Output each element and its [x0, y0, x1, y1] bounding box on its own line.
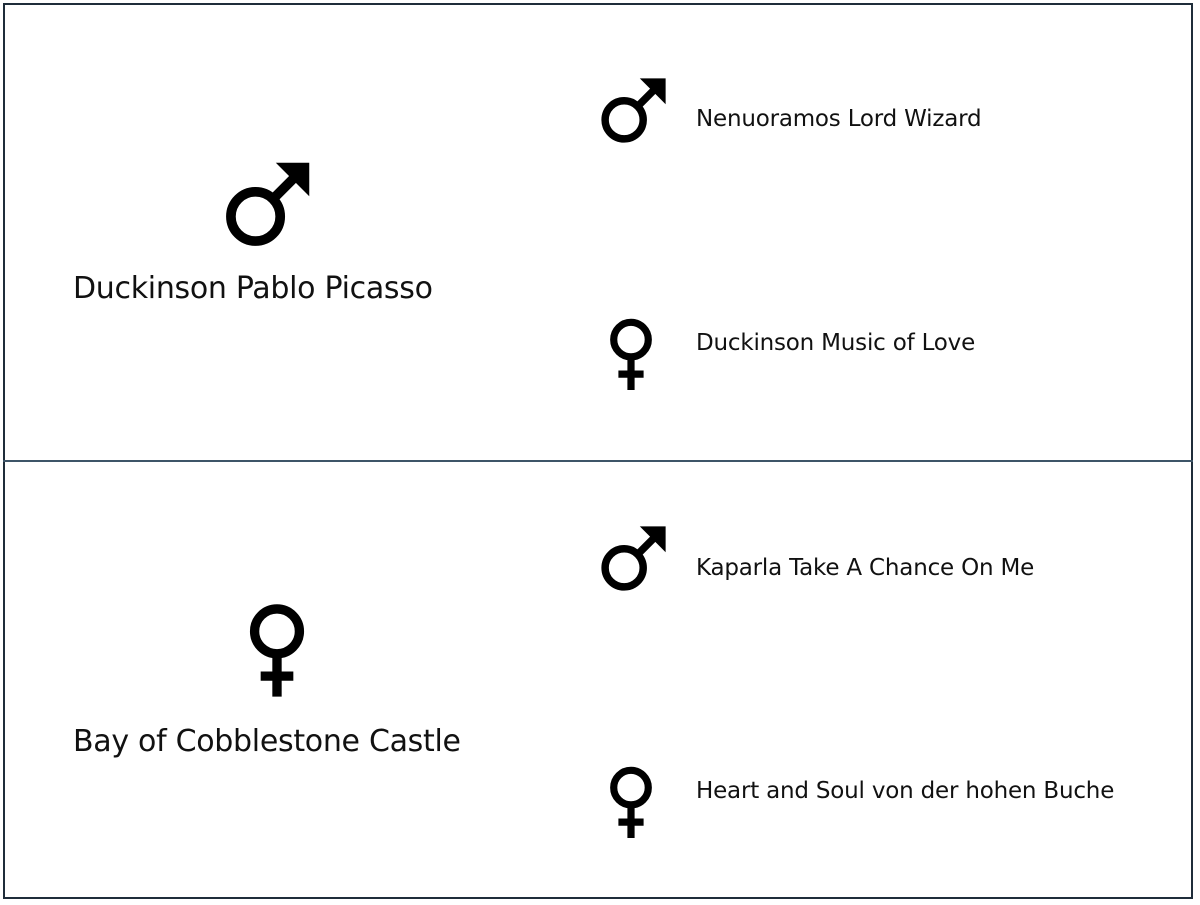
male-icon — [599, 77, 667, 145]
male-icon — [223, 161, 311, 249]
section-divider — [3, 460, 1193, 462]
pedigree-frame — [3, 3, 1193, 899]
female-icon — [604, 318, 658, 390]
offspring-name: Heart and Soul von der hohen Buche — [696, 778, 1115, 804]
parent-name: Bay of Cobblestone Castle — [73, 724, 461, 759]
female-icon — [604, 766, 658, 838]
offspring-name: Nenuoramos Lord Wizard — [696, 106, 982, 132]
parent-name: Duckinson Pablo Picasso — [73, 271, 433, 306]
offspring-name: Duckinson Music of Love — [696, 330, 976, 356]
male-icon — [599, 525, 667, 593]
female-icon — [242, 603, 312, 697]
offspring-name: Kaparla Take A Chance On Me — [696, 555, 1035, 581]
